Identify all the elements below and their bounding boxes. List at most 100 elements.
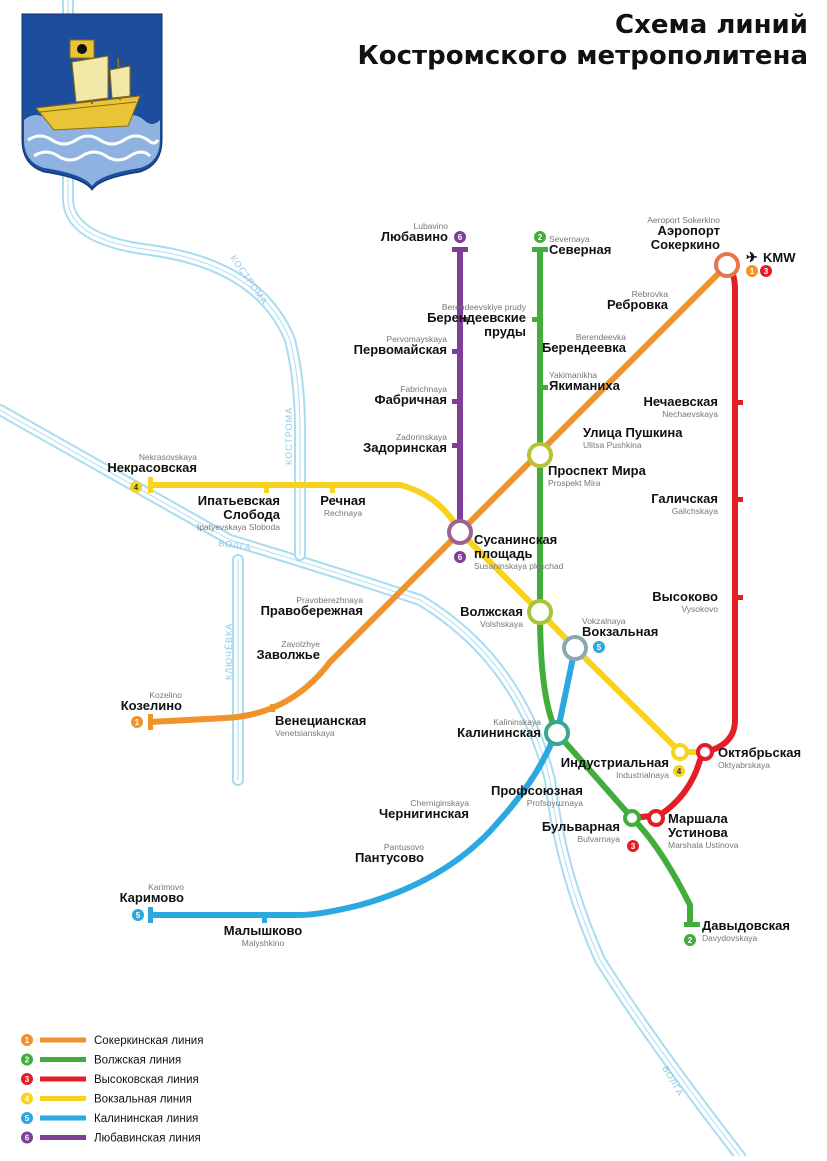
station-latin-nechaevskaya: Nechaevskaya (662, 409, 718, 419)
badge-3-bulvarnaya-text: 3 (631, 842, 636, 851)
tick-nechaevskaya (735, 400, 743, 405)
station-ustinova-circle[interactable] (647, 809, 665, 827)
badge-1-kozelino-text: 1 (135, 718, 140, 727)
badge-5-vokzalnaya-text: 5 (597, 643, 602, 652)
interchanges (447, 252, 740, 827)
station-airport-circle[interactable] (714, 252, 740, 278)
terminal-kozelino (148, 714, 153, 730)
station-latin-vokzalnaya: Vokzalnaya (582, 616, 626, 626)
station-susaninskaya-circle[interactable] (447, 519, 473, 545)
station-bulvarnaya-circle[interactable] (623, 809, 641, 827)
station-name-malyshkovo: Малышково (224, 923, 303, 938)
station-name-airport: Сокеркино (651, 237, 720, 252)
station-volzhskaya-circle[interactable] (527, 599, 553, 625)
station-latin-zavolzhe: Zavolzhye (281, 639, 320, 649)
coat-of-arms (21, 13, 163, 191)
badge-4-industrialnaya-text: 4 (677, 767, 682, 776)
badge-2-severnaya-text: 2 (538, 233, 543, 242)
station-latin-industrialnaya: Industrialnaya (616, 770, 669, 780)
tick-vysokovo (735, 595, 743, 600)
station-latin-rebrovka: Rebrovka (632, 289, 669, 299)
legend-badge-num-5: 5 (25, 1114, 30, 1123)
station-industrialnaya-circle[interactable] (671, 743, 689, 761)
badge-2-severnaya (534, 231, 546, 243)
line-4-path (150, 482, 705, 755)
station-oktyabrskaya-circle[interactable] (696, 743, 714, 761)
station-latin-chernigovskaya: Cherniginskaya (410, 798, 469, 808)
station-name-volzhskaya: Волжская (460, 604, 523, 619)
station-name-fabrichnaya: Фабричная (374, 392, 447, 407)
station-latin-karimovo: Karimovo (148, 882, 184, 892)
station-name-davydovskaya: Давыдовская (702, 918, 790, 933)
badge-2-davydovskaya-text: 2 (688, 936, 693, 945)
station-latin-susaninskaya: Susaninskaya ploschad (474, 561, 564, 571)
tick-fabrichnaya (452, 399, 460, 404)
river-label-kostroma-2: КОСТРОМА (284, 407, 294, 465)
station-name-profsoyuznaya: Профсоюзная (491, 783, 583, 798)
station-kalininskaya-circle[interactable] (544, 720, 570, 746)
badge-6-lubavino-text: 6 (458, 233, 463, 242)
station-name-lubavino: Любавино (381, 229, 448, 244)
station-prospekt-circle[interactable] (527, 442, 553, 468)
legend-badge-num-4: 4 (25, 1095, 30, 1104)
legend-swatch-2 (40, 1057, 86, 1062)
station-latin-galichskaya: Galichskaya (672, 506, 719, 516)
tick-pervomayskaya (452, 349, 460, 354)
station-vokzalnaya-circle[interactable] (562, 635, 588, 661)
airport-code: KMW (763, 250, 796, 265)
station-name-bulvarnaya: Бульварная (542, 819, 620, 834)
badge-5-karimovo (132, 909, 144, 921)
tick-zadorinskaya (452, 443, 460, 448)
station-latin-yakimanikha: Yakimanikha (549, 370, 597, 380)
station-name-galichskaya: Галичская (651, 491, 718, 506)
legend-label-5: Калининская линия (94, 1113, 198, 1125)
badge-6-susaninskaya (454, 551, 466, 563)
terminal-severnaya (532, 247, 548, 252)
river-label-volga-1: ВОЛГА (218, 538, 253, 553)
legend-badge-4 (21, 1092, 33, 1105)
station-name-ipatevskaya: Ипатьевская (198, 493, 280, 508)
tick-galichskaya (735, 497, 743, 502)
legend-badge-num-2: 2 (25, 1056, 30, 1065)
